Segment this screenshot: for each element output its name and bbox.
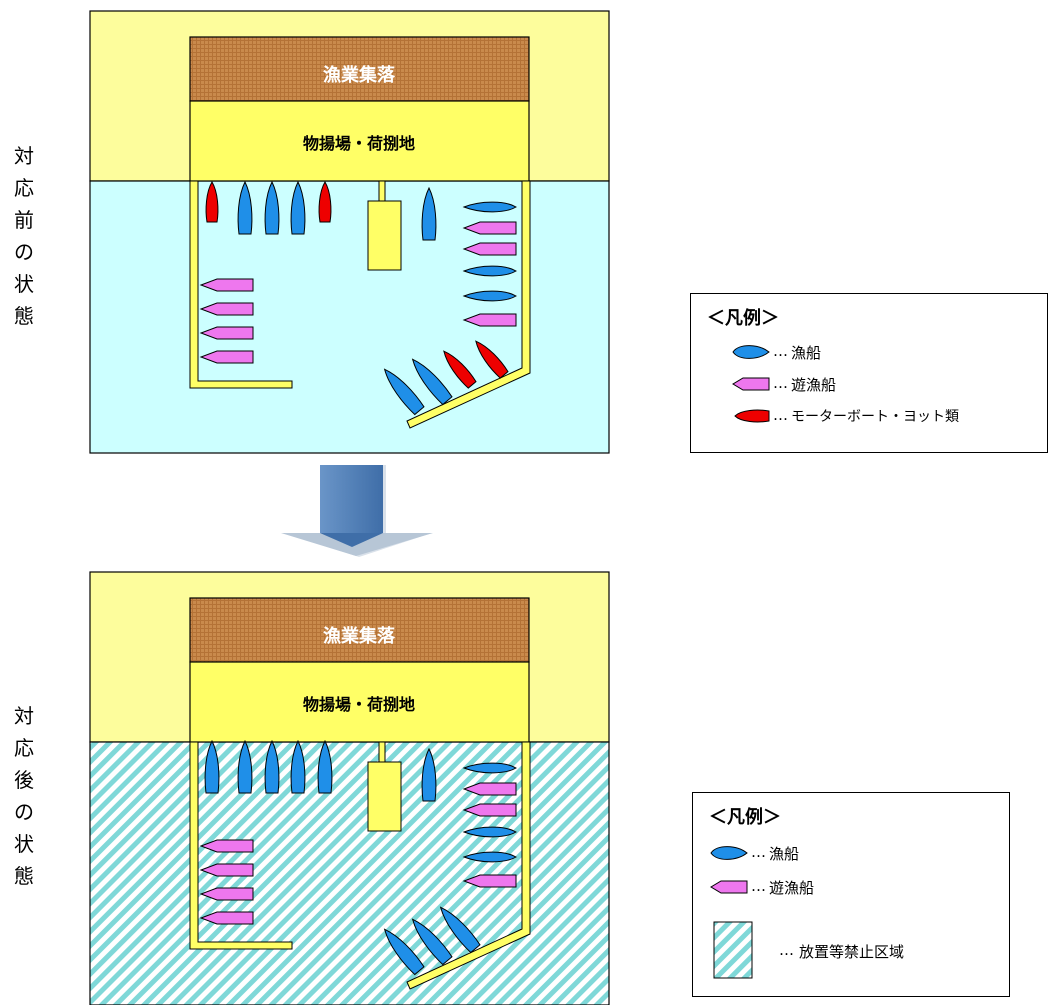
left-breakwater	[189, 741, 293, 950]
pleasure-boat-icon	[732, 377, 770, 391]
legend-dots: …	[751, 843, 766, 861]
legend-dots: …	[779, 941, 794, 959]
legend-label: モーターボート・ヨット類	[791, 409, 959, 425]
legend-before: ＜凡例＞ … 漁船 … 遊漁船 … モーターボート・ヨット類	[690, 293, 1048, 453]
boat-fishing	[383, 368, 425, 416]
legend-after: ＜凡例＞ … 漁船 … 遊漁船 … 放置等禁止区域	[692, 792, 1010, 997]
boat-motor	[318, 181, 332, 223]
boat-fishing	[383, 928, 425, 976]
fishing-village	[189, 36, 530, 102]
boat-fishing	[290, 739, 306, 794]
landing-label: 物揚場・荷捌地	[303, 695, 415, 714]
boat-fishing	[462, 201, 517, 213]
pleasure-boat-icon	[710, 880, 748, 894]
side-label-before-text: 対応前の状態	[14, 144, 34, 328]
legend-label: 漁船	[769, 845, 800, 863]
side-label-after: 対応後の状態	[10, 700, 38, 892]
water-area	[89, 180, 610, 454]
boat-pleasure	[199, 302, 254, 316]
right-breakwater	[406, 180, 531, 429]
legend-title: ＜凡例＞	[709, 807, 781, 828]
boat-fishing	[462, 762, 517, 774]
pier-stem	[378, 741, 386, 763]
boat-fishing	[204, 739, 220, 794]
right-breakwater	[406, 741, 531, 990]
boat-fishing	[264, 739, 280, 794]
boat-pleasure	[462, 782, 517, 796]
boat-pleasure	[462, 874, 517, 888]
pier	[367, 761, 402, 832]
boat-motor	[443, 350, 477, 389]
boat-fishing	[411, 918, 453, 966]
boat-fishing	[462, 290, 517, 302]
boat-pleasure	[462, 313, 517, 327]
legend-dots: …	[773, 406, 788, 424]
boat-pleasure	[462, 221, 517, 235]
landing-wharf	[189, 100, 530, 182]
boat-fishing	[237, 180, 253, 235]
legend-dots: …	[773, 342, 788, 360]
boat-fishing	[264, 180, 280, 235]
legend-dots: …	[751, 877, 766, 895]
landing-wharf	[189, 661, 530, 743]
pier-stem	[378, 180, 386, 202]
legend-label: 放置等禁止区域	[799, 943, 905, 961]
legend-title: ＜凡例＞	[707, 308, 779, 329]
fishing-boat-icon	[710, 846, 748, 860]
boat-pleasure	[199, 839, 254, 853]
boat-pleasure	[199, 911, 254, 925]
boat-pleasure	[462, 803, 517, 817]
pier	[367, 200, 402, 271]
boat-fishing	[290, 180, 306, 235]
motorboat-icon	[734, 409, 770, 423]
village-label: 漁業集落	[323, 64, 396, 86]
no-mooring-zone	[89, 741, 610, 1005]
boat-fishing	[317, 739, 333, 794]
side-label-after-text: 対応後の状態	[14, 704, 34, 888]
boat-fishing	[462, 851, 517, 863]
left-breakwater	[189, 180, 293, 389]
boat-fishing	[421, 186, 437, 241]
boat-motor	[475, 340, 509, 379]
boat-pleasure	[199, 326, 254, 340]
legend-label: 漁船	[791, 344, 822, 362]
fishing-boat-icon	[732, 345, 770, 359]
panel-after: 漁業集落 物揚場・荷捌地	[89, 571, 610, 1005]
panel-before: 漁業集落 物揚場・荷捌地	[89, 10, 610, 454]
boat-pleasure	[462, 242, 517, 256]
legend-dots: …	[773, 374, 788, 392]
side-label-before: 対応前の状態	[10, 140, 38, 332]
boat-pleasure	[199, 863, 254, 877]
boat-fishing	[411, 358, 453, 406]
boat-fishing	[421, 747, 437, 802]
legend-label: 遊漁船	[791, 376, 837, 394]
boat-pleasure	[199, 887, 254, 901]
hatched-zone-icon	[713, 921, 753, 979]
boat-fishing	[462, 265, 517, 277]
down-arrow-icon	[281, 465, 433, 557]
boat-fishing	[462, 826, 517, 838]
boat-pleasure	[199, 350, 254, 364]
fishing-village	[189, 597, 530, 663]
landing-label: 物揚場・荷捌地	[303, 134, 415, 153]
boat-fishing	[237, 739, 253, 794]
village-label: 漁業集落	[323, 625, 396, 647]
boat-fishing	[439, 906, 481, 954]
boat-pleasure	[199, 278, 254, 292]
boat-motor	[205, 181, 219, 223]
legend-label: 遊漁船	[769, 879, 815, 897]
